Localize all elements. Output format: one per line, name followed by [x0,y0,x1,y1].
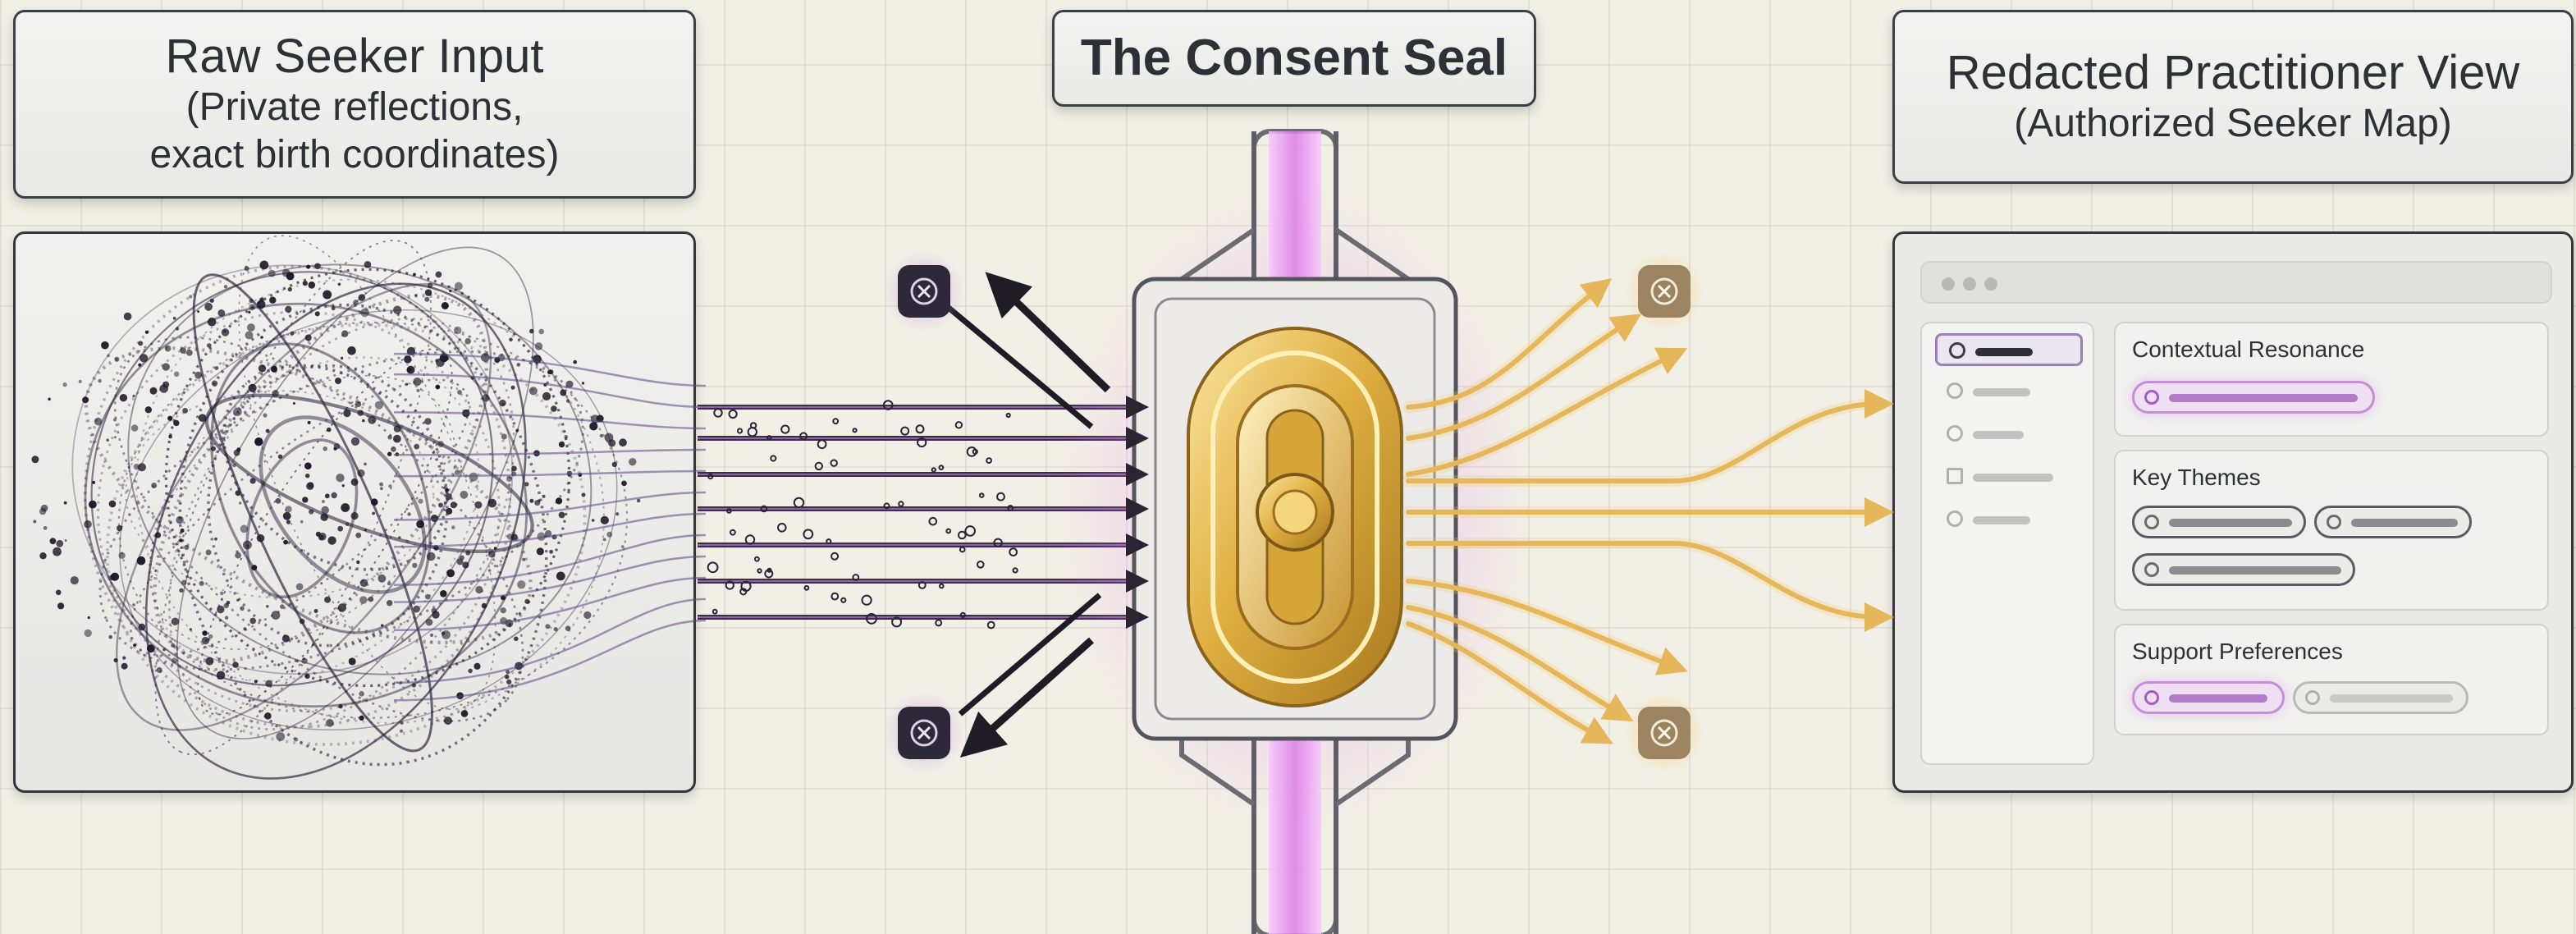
close-icon [1623,692,1705,774]
redacted-label-bar [2169,519,2292,527]
card-contextual-resonance: Contextual Resonance [2114,322,2549,437]
redacted-pill[interactable] [2314,506,2472,538]
consent-seal-title: The Consent Seal [1081,31,1508,85]
sidebar-item[interactable] [1935,461,2083,494]
redacted-label-bar [1973,516,2030,524]
redacted-pill[interactable] [2293,681,2468,714]
raw-input-subtitle-line1: (Private reflections, [186,84,524,131]
chart-icon [1947,468,1963,484]
card-title: Support Preferences [2132,639,2343,665]
sidebar-item[interactable] [1935,419,2083,451]
raw-input-title: Raw Seeker Input [165,30,543,84]
rejected-paths [944,287,1108,743]
redacted-label-bar [2169,394,2358,402]
redacted-view-subtitle: (Authorized Seeker Map) [2014,100,2452,148]
network-icon [2144,690,2159,705]
redacted-label-bar [1975,348,2033,356]
redacted-label-bar [1973,474,2053,482]
card-title: Key Themes [2132,465,2261,491]
user-icon [1947,382,1963,399]
window-dot [1942,277,1955,291]
authorized-data-flow [1408,287,1879,737]
redacted-label-bar [2351,519,2458,527]
close-icon [883,250,965,332]
redacted-label-bar [1973,388,2030,396]
redacted-view-title-box: Redacted Practitioner View (Authorized S… [1892,10,2574,184]
consent-seal-device [1057,131,1533,934]
target-icon [2144,390,2159,405]
consent-seal-title-box: The Consent Seal [1052,10,1536,107]
window-dot [1963,277,1976,291]
card-title: Contextual Resonance [2132,337,2364,363]
hash-icon [2144,515,2159,529]
redacted-pill[interactable] [2132,681,2285,714]
sidebar-item[interactable] [1935,376,2083,409]
settings-icon [1949,342,1965,359]
redacted-pill[interactable] [2132,506,2306,538]
window-titlebar [1920,261,2552,304]
redacted-pill[interactable] [2132,381,2375,414]
raw-input-panel [13,231,696,793]
sidebar-item-active[interactable] [1935,333,2083,366]
settings-icon [1947,510,1963,527]
raw-input-subtitle-line2: exact birth coordinates) [150,131,560,179]
redacted-label-bar [2169,694,2267,703]
close-icon [883,692,965,774]
window-sidebar [1920,322,2094,765]
redacted-view-title: Redacted Practitioner View [1947,46,2520,100]
redacted-label-bar [2169,566,2341,575]
gear-icon [2144,562,2159,577]
redacted-label-bar [2330,694,2453,703]
card-support-preferences: Support Preferences [2114,624,2549,735]
card-key-themes: Key Themes [2114,450,2549,611]
sidebar-item[interactable] [1935,504,2083,537]
window-dot [1984,277,1997,291]
chat-icon [1947,425,1963,442]
loading-icon [2305,690,2320,705]
tools-icon [2327,515,2341,529]
seal-lock-icon [1274,491,1316,533]
redacted-pill[interactable] [2132,553,2355,586]
raw-data-flow [698,401,1126,628]
redacted-label-bar [1973,431,2024,439]
close-icon [1623,250,1705,332]
raw-input-title-box: Raw Seeker Input (Private reflections, e… [13,10,696,199]
